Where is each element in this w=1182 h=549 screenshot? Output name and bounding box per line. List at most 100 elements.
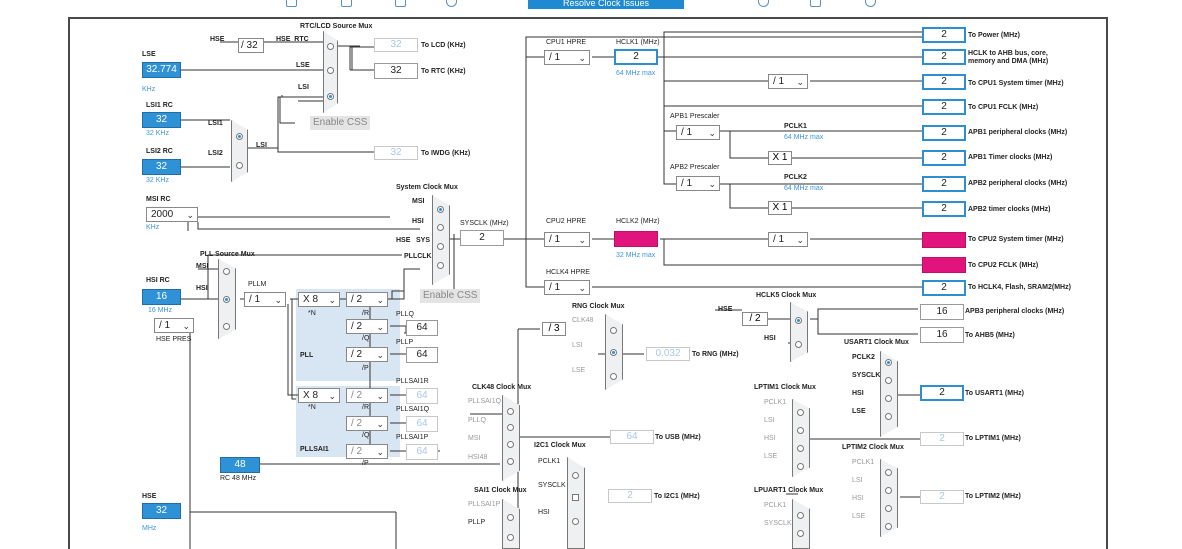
sys-radio-pll[interactable] bbox=[437, 262, 444, 269]
msi-select[interactable]: 2000⌄ bbox=[146, 207, 198, 222]
apb3-value[interactable]: 16 bbox=[920, 304, 964, 320]
usart1-radio-pclk2[interactable] bbox=[885, 359, 892, 366]
lptim2-radio-1[interactable] bbox=[885, 469, 892, 476]
zoom-out-icon[interactable] bbox=[865, 0, 876, 7]
sys-radio-hse[interactable] bbox=[437, 243, 444, 250]
lsi-mux[interactable] bbox=[231, 120, 248, 182]
out-cpu1-fclk-value[interactable]: 2 bbox=[922, 99, 966, 115]
pllp-value[interactable]: 64 bbox=[406, 347, 438, 363]
pllsai1q-value[interactable]: 64 bbox=[406, 416, 438, 432]
rng-mux[interactable] bbox=[605, 314, 623, 390]
rc48-value[interactable]: 48 bbox=[220, 457, 260, 473]
lpuart1-radio-2[interactable] bbox=[797, 530, 804, 537]
ahb5-value[interactable]: 16 bbox=[920, 327, 964, 343]
hclk5-radio-hsi[interactable] bbox=[795, 341, 802, 348]
apb1-timer-mult[interactable]: X 1 bbox=[768, 151, 792, 165]
lptim1-value[interactable]: 2 bbox=[920, 432, 964, 446]
lptim1-radio-4[interactable] bbox=[797, 463, 804, 470]
usart1-radio-hsi[interactable] bbox=[885, 395, 892, 402]
usart1-radio-lse[interactable] bbox=[885, 413, 892, 420]
i2c1-radio-pclk1[interactable] bbox=[572, 472, 579, 479]
rng-radio-clk48[interactable] bbox=[610, 327, 617, 334]
lptim2-mux[interactable] bbox=[880, 459, 898, 537]
lptim2-value[interactable]: 2 bbox=[920, 490, 964, 504]
hclk1-value[interactable]: 2 bbox=[614, 49, 658, 65]
sai1-radio-2[interactable] bbox=[507, 534, 514, 541]
apb2-timer-mult[interactable]: X 1 bbox=[768, 201, 792, 215]
lptim1-radio-1[interactable] bbox=[797, 409, 804, 416]
document-icon[interactable] bbox=[286, 0, 297, 7]
rtc-radio-lsi[interactable] bbox=[327, 93, 334, 100]
lpuart1-radio-1[interactable] bbox=[797, 512, 804, 519]
sys-radio-msi[interactable] bbox=[437, 206, 444, 213]
pllsai1-r-select[interactable]: / 2⌄ bbox=[346, 388, 388, 403]
rtc-source-mux[interactable] bbox=[323, 31, 338, 113]
cpu2-systimer-select[interactable]: / 1⌄ bbox=[768, 232, 808, 247]
rng-radio-lse[interactable] bbox=[610, 373, 617, 380]
lsi1-value[interactable]: 32 bbox=[142, 112, 181, 128]
system-clock-mux[interactable] bbox=[432, 195, 450, 285]
redo-icon[interactable] bbox=[395, 0, 406, 7]
out-apb1-timer-value[interactable]: 2 bbox=[922, 150, 966, 166]
cpu2-hpre-select[interactable]: / 1⌄ bbox=[544, 232, 590, 247]
hclk5-hse-div[interactable]: / 2 bbox=[742, 312, 768, 326]
hclk5-radio-hse[interactable] bbox=[795, 317, 802, 324]
out-power-value[interactable]: 2 bbox=[922, 27, 966, 43]
clk48-radio-2[interactable] bbox=[507, 424, 514, 431]
lpuart1-mux[interactable] bbox=[792, 499, 810, 549]
i2c1-mux[interactable] bbox=[567, 457, 585, 549]
lptim2-radio-3[interactable] bbox=[885, 505, 892, 512]
lsi2-value[interactable]: 32 bbox=[142, 159, 181, 175]
pll-radio-msi[interactable] bbox=[223, 268, 230, 275]
hse-value[interactable]: 32 bbox=[142, 503, 181, 519]
pll-source-mux[interactable] bbox=[218, 259, 236, 339]
i2c1-radio-hsi[interactable] bbox=[572, 518, 579, 525]
clk48-mux[interactable] bbox=[502, 395, 520, 481]
i2c1-radio-sysclk[interactable] bbox=[572, 494, 579, 501]
hsi-value[interactable]: 16 bbox=[142, 289, 181, 305]
pllsai1-p-select[interactable]: / 2⌄ bbox=[346, 444, 388, 459]
pllsai1-q-select[interactable]: / 2⌄ bbox=[346, 416, 388, 431]
usart1-mux[interactable] bbox=[880, 351, 898, 437]
rtc-radio-lse[interactable] bbox=[327, 67, 334, 74]
refresh-icon[interactable] bbox=[446, 0, 457, 7]
lptim1-radio-3[interactable] bbox=[797, 445, 804, 452]
rtc-radio-hse[interactable] bbox=[327, 43, 334, 50]
lptim2-radio-2[interactable] bbox=[885, 487, 892, 494]
out-cpu2-fclk-value[interactable]: 0 bbox=[922, 257, 966, 273]
lcd-value[interactable]: 32 bbox=[374, 38, 418, 52]
sai1-mux[interactable] bbox=[502, 499, 520, 549]
pll-radio-hse[interactable] bbox=[223, 323, 230, 330]
pll-radio-hsi[interactable] bbox=[223, 296, 230, 303]
lsi-radio-lsi2[interactable] bbox=[236, 162, 243, 169]
clk48-radio-3[interactable] bbox=[507, 441, 514, 448]
cpu1-systimer-select[interactable]: / 1⌄ bbox=[768, 74, 808, 89]
lse-value[interactable]: 32.774 bbox=[142, 62, 181, 78]
sysclk-value[interactable]: 2 bbox=[460, 230, 504, 246]
out-apb2-periph-value[interactable]: 2 bbox=[922, 176, 966, 192]
cpu1-hpre-select[interactable]: / 1⌄ bbox=[544, 50, 590, 65]
out-ahb-value[interactable]: 2 bbox=[922, 49, 966, 65]
iwdg-value[interactable]: 32 bbox=[374, 146, 418, 160]
rtc-value[interactable]: 32 bbox=[374, 63, 418, 79]
i2c1-value[interactable]: 2 bbox=[608, 489, 652, 503]
lsi-radio-lsi1[interactable] bbox=[236, 133, 243, 140]
undo-icon[interactable] bbox=[341, 0, 352, 7]
pllsai1-n-select[interactable]: X 8⌄ bbox=[298, 388, 340, 403]
zoom-in-icon[interactable] bbox=[758, 0, 769, 7]
sys-enable-css-button[interactable]: Enable CSS bbox=[420, 289, 481, 303]
out-apb2-timer-value[interactable]: 2 bbox=[922, 201, 966, 217]
lptim1-mux[interactable] bbox=[792, 399, 810, 477]
resolve-clock-issues-button[interactable]: Resolve Clock Issues bbox=[528, 0, 684, 9]
hclk2-value[interactable]: 0 bbox=[614, 231, 658, 247]
pll-q-select[interactable]: / 2⌄ bbox=[346, 319, 388, 334]
hclk5-mux[interactable] bbox=[790, 302, 808, 362]
rng-value[interactable]: 0.032 bbox=[646, 347, 690, 361]
hclk4-hpre-select[interactable]: / 1⌄ bbox=[544, 280, 590, 295]
rtc-enable-css-button[interactable]: Enable CSS bbox=[310, 116, 371, 130]
lptim1-radio-2[interactable] bbox=[797, 427, 804, 434]
pllq-value[interactable]: 64 bbox=[406, 320, 438, 336]
pllsai1p-value[interactable]: 64 bbox=[406, 444, 438, 460]
rng-radio-lsi[interactable] bbox=[610, 349, 617, 356]
sys-radio-hsi[interactable] bbox=[437, 224, 444, 231]
